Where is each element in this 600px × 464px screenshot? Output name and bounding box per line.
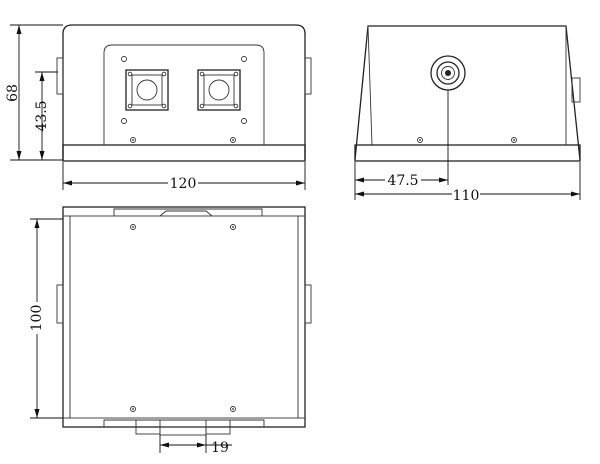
connector-1 xyxy=(125,69,169,111)
dim-label-47-5: 47.5 xyxy=(387,173,418,189)
top-screw xyxy=(130,224,136,230)
dim-label-43-5: 43.5 xyxy=(34,100,50,131)
top-outline xyxy=(62,206,306,428)
dim-label-19: 19 xyxy=(211,440,229,456)
front-right-tab xyxy=(304,57,312,95)
dimension-offset: 47.5 xyxy=(354,90,449,200)
dimension-depth: 110 xyxy=(355,162,581,204)
side-tab xyxy=(571,77,581,103)
bottom-slot-center xyxy=(159,426,207,436)
panel-screw xyxy=(230,137,236,143)
panel-screw xyxy=(241,118,247,124)
top-screw xyxy=(130,406,136,412)
panel-screw xyxy=(121,118,127,124)
dim-label-110: 110 xyxy=(453,188,480,204)
connector-panel xyxy=(103,44,265,145)
side-screw xyxy=(417,137,423,143)
panel-screw xyxy=(241,56,247,62)
side-base-plate xyxy=(354,144,581,162)
dim-label-68: 68 xyxy=(5,84,21,102)
front-left-tab xyxy=(56,57,64,95)
dimension-slot: 19 xyxy=(159,435,232,456)
top-view: 100 19 xyxy=(29,206,312,456)
side-screw xyxy=(511,137,517,143)
dimension-height-connector: 43.5 xyxy=(34,71,58,160)
cable-gland xyxy=(430,55,466,91)
dim-label-120: 120 xyxy=(170,176,197,192)
connector-2 xyxy=(197,69,241,111)
top-screw xyxy=(230,406,236,412)
top-left-tab xyxy=(56,284,64,324)
dimension-width: 120 xyxy=(62,162,306,192)
panel-screw xyxy=(121,56,127,62)
front-base-plate xyxy=(62,144,306,162)
dimension-height-total: 68 xyxy=(5,24,63,161)
front-view: 68 43.5 120 xyxy=(5,24,312,192)
panel-screw xyxy=(130,137,136,143)
top-handle xyxy=(113,208,263,217)
side-view: 47.5 110 xyxy=(354,25,581,204)
side-housing-outline xyxy=(354,25,581,161)
bottom-gland-plate xyxy=(103,419,265,427)
top-inner-outline xyxy=(69,215,299,419)
top-right-tab xyxy=(304,284,312,324)
top-screw xyxy=(230,224,236,230)
front-housing-outline xyxy=(62,24,306,160)
dim-label-100: 100 xyxy=(29,305,45,332)
dimension-length: 100 xyxy=(29,218,63,419)
